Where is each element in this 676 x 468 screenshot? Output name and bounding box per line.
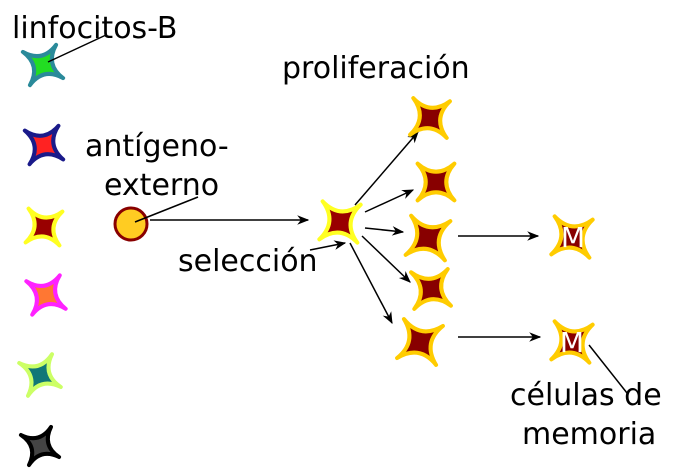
proliferation-arrow-2 (364, 189, 415, 213)
lymphocyte-star-red-shape (22, 123, 66, 167)
clone-star-1-shape (408, 96, 452, 140)
antigen-label-line2: externo (104, 168, 219, 203)
proliferation-arrow-1 (354, 131, 419, 206)
proliferation-arrow-3 (364, 226, 405, 236)
lymphocytes-leader-line (47, 34, 107, 63)
selection-label: selección (178, 244, 318, 279)
memory-leader-line (588, 344, 628, 394)
lymphocyte-star-darkred (23, 206, 65, 248)
lymphocyte-star-green (20, 42, 66, 88)
antigen-circle (113, 206, 149, 242)
clone-star-3 (403, 213, 453, 263)
memory-label-line2: memoria (522, 417, 656, 452)
lymphocyte-star-teal-shape (17, 352, 63, 398)
memory-cell-star-2-shape (549, 319, 595, 365)
lymphocyte-star-grey-shape (18, 424, 62, 468)
proliferation-arrow-5 (349, 242, 393, 325)
lymphocyte-star-orange (24, 273, 68, 317)
memory-cell-mark-2: M (560, 326, 584, 359)
clone-star-2-shape (415, 161, 457, 203)
antigen-leader-line (134, 196, 199, 223)
memory-cell-star-1-shape (549, 214, 595, 260)
clone-star-2 (415, 161, 457, 203)
clone-star-4-shape (409, 267, 453, 311)
lymphocyte-star-darkred-shape (23, 206, 65, 248)
lymphocyte-star-orange-shape (24, 273, 68, 317)
clone-star-1 (408, 96, 452, 140)
clone-star-3-shape (403, 213, 453, 263)
lymphocyte-star-red (22, 123, 66, 167)
memory-cell-star-1 (549, 214, 595, 260)
lymphocyte-star-grey (18, 424, 62, 468)
clone-star-4 (409, 267, 453, 311)
memory-label-line1: células de (510, 378, 662, 413)
memory-cell-mark-1: M (561, 221, 585, 254)
proliferation-arrow-4 (361, 235, 411, 283)
clone-star-5 (395, 317, 445, 367)
memory-cell-star-2 (549, 319, 595, 365)
antigen-label-line1: antígeno- (85, 129, 229, 164)
selection-leader-line (309, 240, 347, 251)
selected-lymphocyte-star-shape (317, 199, 363, 245)
lymphocyte-star-green-shape (20, 42, 66, 88)
clone-star-5-shape (395, 317, 445, 367)
selected-lymphocyte-star (317, 199, 363, 245)
lymphocyte-star-teal (17, 352, 63, 398)
proliferation-label: proliferación (282, 51, 470, 86)
